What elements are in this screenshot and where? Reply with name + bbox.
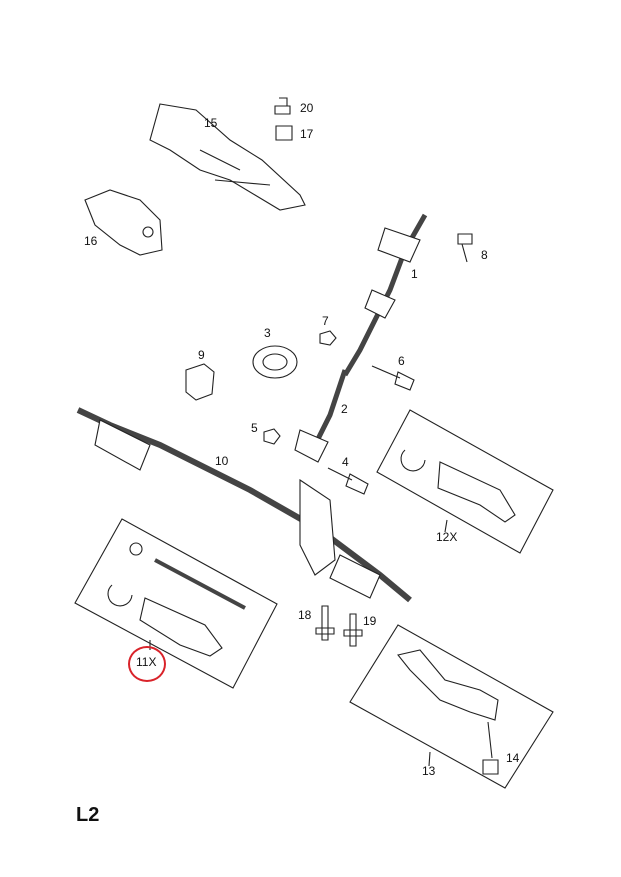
label-part-16: 16 <box>84 234 98 248</box>
diagram-title: L2 <box>76 804 100 826</box>
label-part-8: 8 <box>481 248 488 262</box>
kit-box-12x <box>376 409 554 554</box>
kit-11x-clamp <box>107 584 133 607</box>
label-part-15: 15 <box>204 116 218 130</box>
label-part-7: 7 <box>322 314 329 328</box>
label-part-20: 20 <box>300 101 314 115</box>
label-part-14: 14 <box>506 751 520 765</box>
label-part-4: 4 <box>342 455 349 469</box>
kit-12x-clamp <box>400 449 426 472</box>
label-part-6: 6 <box>398 354 405 368</box>
kit-11x-washer <box>129 542 143 556</box>
part-6-bolt <box>371 365 415 391</box>
part-16-bracket <box>84 189 163 256</box>
part-14-nut <box>482 721 499 775</box>
label-part-1: 1 <box>411 267 418 281</box>
kit-box-13 <box>349 624 554 789</box>
part-9-mount <box>185 363 215 401</box>
part-7-nut <box>319 330 337 346</box>
part-8-bolt <box>457 233 473 263</box>
highlight-circle <box>128 646 166 682</box>
part-5-nut <box>263 428 281 445</box>
part-15-heat-shield <box>149 103 306 211</box>
label-part-5: 5 <box>251 421 258 435</box>
part-19-bolt <box>343 613 363 647</box>
label-part-10: 10 <box>215 454 229 468</box>
kit-11x-boot <box>139 597 223 657</box>
label-part-18: 18 <box>298 608 312 622</box>
label-part-9: 9 <box>198 348 205 362</box>
part-20-bolt <box>274 97 291 115</box>
label-kit-12x: 12X <box>436 530 458 544</box>
label-kit-11x: 11X <box>136 655 157 669</box>
label-part-2: 2 <box>341 402 348 416</box>
label-part-17: 17 <box>300 127 314 141</box>
part-3-bush <box>252 345 298 379</box>
kit-11x-tie-rod <box>154 558 246 610</box>
part-4-bolt <box>327 467 369 495</box>
kit-12x-boot <box>437 461 516 523</box>
part-17-nut <box>275 125 293 141</box>
label-part-3: 3 <box>264 326 271 340</box>
label-part-13: 13 <box>422 764 436 778</box>
part-13-tie-rod-end <box>397 649 499 721</box>
part-2-intermediate-shaft <box>312 369 348 447</box>
kit-box-11x <box>74 518 278 689</box>
part-18-bolt <box>315 605 335 641</box>
label-part-19: 19 <box>363 614 377 628</box>
